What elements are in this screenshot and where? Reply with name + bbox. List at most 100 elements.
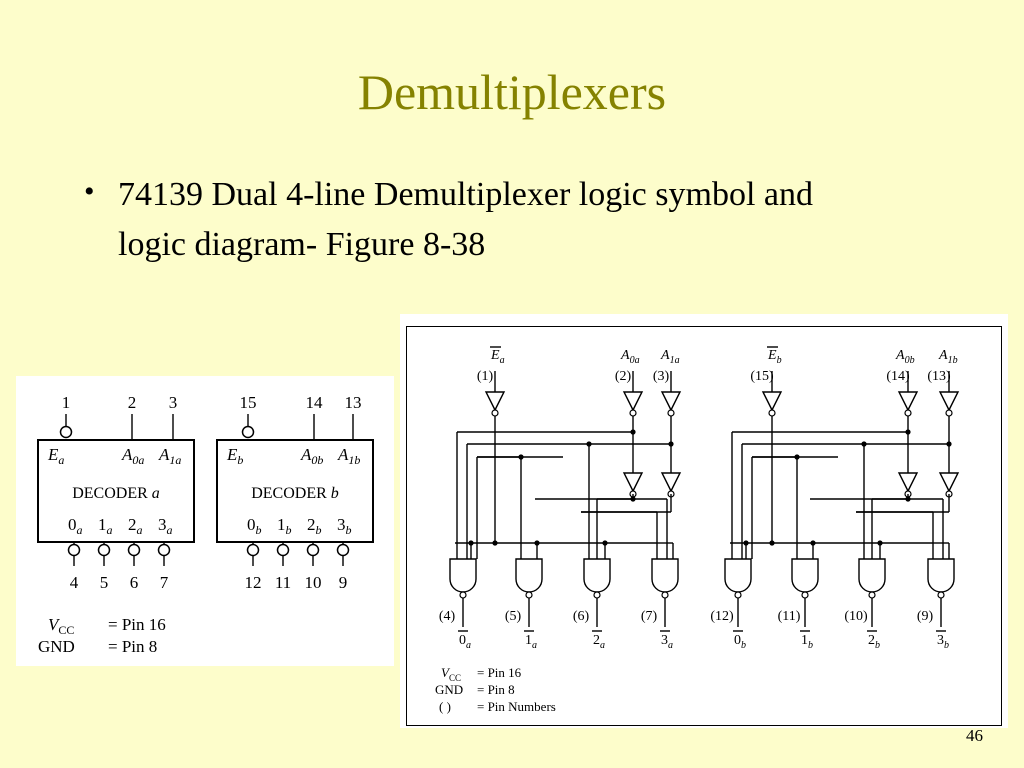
bottom-pin-number: 12 (245, 573, 262, 592)
legend-vcc: VCC (441, 665, 461, 683)
gate-pin-number: (10) (844, 609, 868, 624)
output-label: 3a (158, 515, 173, 537)
enable-label: Ea (490, 348, 505, 366)
enable-label: Eb (767, 348, 782, 366)
gate-pin-number: (11) (778, 609, 801, 624)
decoder-box (37, 439, 195, 543)
output-label: 2a (593, 633, 605, 651)
gnd-value: = Pin 8 (108, 637, 157, 656)
decoder-box (216, 439, 374, 543)
bottom-pin-number: 4 (70, 573, 79, 592)
gate-pin-number: (5) (505, 609, 522, 624)
output-label: 1b (277, 515, 292, 537)
vcc-label: VCC (48, 615, 74, 637)
input-pin-number: (3) (653, 369, 670, 384)
output-bubble (97, 543, 111, 557)
address1-label: A1a (660, 348, 680, 366)
bottom-pin-number: 5 (100, 573, 109, 592)
nand-gate-bubble (661, 591, 669, 599)
output-label: 3b (937, 633, 949, 651)
output-label: 0a (459, 633, 471, 651)
enable-label: Eb (226, 445, 243, 467)
nand-gate-bubble (937, 591, 945, 599)
nand-gate-bubble (525, 591, 533, 599)
junction-dot (630, 429, 636, 435)
legend-vcc-value: = Pin 16 (477, 665, 522, 680)
bottom-pin-number: 6 (130, 573, 139, 592)
top-pin-number: 13 (345, 393, 362, 412)
output-label: 0b (734, 633, 746, 651)
address1-inverter (660, 472, 682, 493)
decoder-name: DECODER b (251, 485, 339, 502)
enable-bubble (59, 425, 73, 439)
junction-dot (861, 441, 867, 447)
address0-inverter (622, 472, 644, 493)
junction-dot (518, 454, 524, 460)
top-pin-number: 14 (306, 393, 324, 412)
junction-dot (586, 441, 592, 447)
input-pin-number: (13) (927, 369, 951, 384)
junction-dot (668, 441, 674, 447)
address1-label: A1b (938, 348, 958, 366)
enable-bubble (241, 425, 255, 439)
address1-inverter (938, 472, 960, 493)
top-pin-number: 15 (240, 393, 257, 412)
output-label: 1a (525, 633, 537, 651)
address0-buffer (622, 391, 644, 412)
output-bubble (127, 543, 141, 557)
nand-gate-bubble (734, 591, 742, 599)
output-label: 0a (68, 515, 83, 537)
nand-gate (515, 558, 543, 593)
top-pin-number: 1 (62, 393, 71, 412)
address0-label: A0a (121, 445, 144, 467)
address0-label: A0a (620, 348, 640, 366)
bottom-pin-number: 11 (275, 573, 291, 592)
address0-inverter (897, 472, 919, 493)
junction-dot (492, 540, 498, 546)
nand-gate (791, 558, 819, 593)
input-pin-number: (14) (886, 369, 910, 384)
bottom-pin-number: 7 (160, 573, 169, 592)
output-bubble (67, 543, 81, 557)
nand-gate (583, 558, 611, 593)
address0-buffer-bubble (904, 409, 912, 417)
nand-gate-bubble (593, 591, 601, 599)
legend-pins: ( ) (439, 699, 451, 714)
address1-buffer (938, 391, 960, 412)
junction-dot (769, 540, 775, 546)
gnd-label: GND (38, 637, 75, 656)
output-bubble (246, 543, 260, 557)
output-label: 1a (98, 515, 113, 537)
output-bubble (157, 543, 171, 557)
nand-gate (927, 558, 955, 593)
address1-buffer-bubble (945, 409, 953, 417)
junction-dot (794, 454, 800, 460)
nand-gate (724, 558, 752, 593)
enable-label: Ea (47, 445, 64, 467)
address0-buffer-bubble (629, 409, 637, 417)
gate-pin-number: (9) (917, 609, 934, 624)
junction-dot (905, 429, 911, 435)
legend-gnd-value: = Pin 8 (477, 682, 515, 697)
top-pin-number: 3 (169, 393, 178, 412)
enable-buffer-bubble (491, 409, 499, 417)
junction-dot (946, 441, 952, 447)
address1-label: A1b (337, 445, 360, 467)
bottom-pin-number: 9 (339, 573, 348, 592)
slide-title: Demultiplexers (357, 64, 667, 120)
slide-number: 46 (966, 726, 983, 745)
legend-gnd: GND (435, 682, 463, 697)
gate-pin-number: (12) (710, 609, 734, 624)
input-pin-number: (15) (750, 369, 774, 384)
address1-label: A1a (158, 445, 181, 467)
nand-gate (858, 558, 886, 593)
bottom-pin-number: 10 (305, 573, 322, 592)
address0-label: A0b (895, 348, 915, 366)
nand-gate-bubble (868, 591, 876, 599)
output-label: 2b (307, 515, 322, 537)
